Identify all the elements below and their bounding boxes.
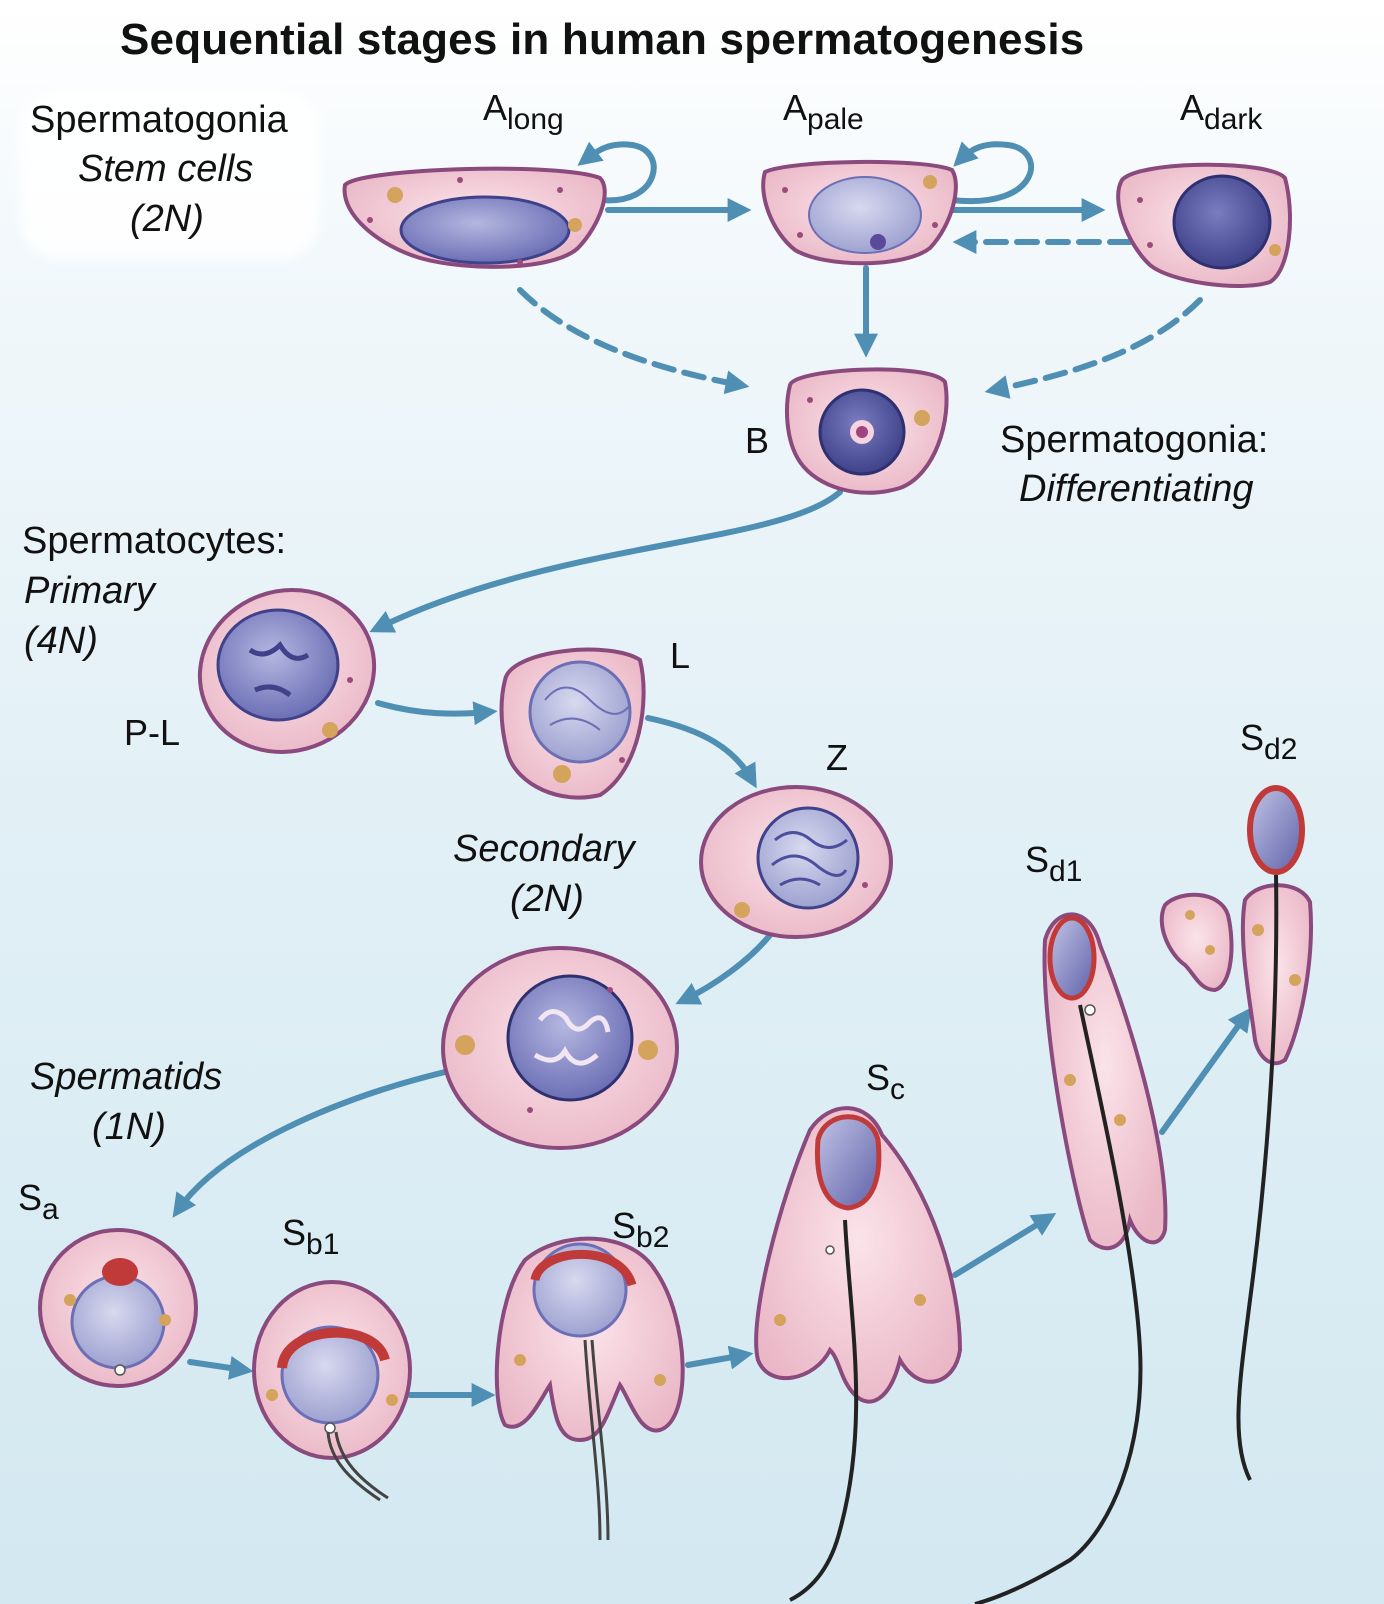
cell-a-dark — [1116, 162, 1292, 288]
cell-secondary-spermatocyte — [441, 946, 679, 1150]
arrow-z-to-secondary — [675, 932, 773, 1005]
arrow-along-self-renewal — [577, 141, 657, 204]
cell-spermatid-sd2 — [1236, 785, 1313, 1481]
stage-label-a-pale: Apale — [783, 87, 864, 136]
arrow-sb2-to-sc — [685, 1345, 754, 1370]
label-spermatogonia-diff: Spermatogonia: — [1000, 419, 1269, 461]
cell-b — [785, 367, 949, 495]
arrow-apale-self-renewal — [949, 141, 1035, 205]
label-spermatids: Spermatids — [30, 1056, 223, 1098]
label-secondary-ploidy: (2N) — [510, 878, 584, 920]
label-primary-ploidy: (4N) — [24, 620, 98, 662]
arrow-l-to-z — [645, 715, 757, 789]
arrow-sc-to-sd1 — [952, 1212, 1057, 1278]
stage-label-sb1: Sb1 — [282, 1212, 340, 1261]
label-spermatogonia: Spermatogonia — [30, 99, 288, 141]
cell-spermatid-sd1 — [974, 912, 1168, 1604]
stage-label-sd2: Sd2 — [1240, 717, 1298, 766]
stage-label-l: L — [670, 635, 691, 676]
label-stem-ploidy: (2N) — [130, 198, 204, 240]
stage-label-sa: Sa — [18, 1177, 59, 1226]
arrow-sd1-to-sd2 — [1159, 1007, 1252, 1135]
stage-label-sc: Sc — [866, 1057, 906, 1106]
label-stem-cells: Stem cells — [78, 148, 254, 190]
label-spermatocytes: Spermatocytes: — [22, 520, 286, 562]
label-spermatids-ploidy: (1N) — [92, 1106, 166, 1148]
stage-label-sd1: Sd1 — [1025, 839, 1083, 888]
label-secondary: Secondary — [453, 828, 635, 870]
cell-leptotene — [499, 647, 646, 800]
label-primary: Primary — [24, 570, 155, 612]
stage-label-a-long: Along — [483, 87, 564, 136]
arrow-along-to-b — [517, 287, 750, 395]
stage-label-pl: P-L — [124, 712, 181, 753]
cell-spermatid-sa — [38, 1228, 198, 1388]
cell-spermatid-sb2 — [494, 1236, 685, 1541]
cell-spermatid-sc — [754, 1106, 963, 1602]
arrow-sa-to-sb1 — [187, 1356, 254, 1380]
cell-zygotene — [699, 785, 893, 939]
stage-label-sb2: Sb2 — [612, 1205, 670, 1254]
arrow-b-to-pl — [369, 489, 843, 633]
cell-a-long — [342, 166, 607, 269]
page-title: Sequential stages in human spermatogenes… — [120, 15, 1085, 64]
residual-body — [1159, 892, 1234, 993]
stage-label-b: B — [745, 420, 770, 461]
arrow-pl-to-l — [375, 700, 498, 726]
cell-spermatid-sb1 — [252, 1280, 412, 1502]
arrow-adark-to-b — [984, 297, 1203, 399]
cell-a-pale — [761, 159, 958, 266]
stage-label-a-dark: Adark — [1180, 87, 1263, 136]
arrow-secondary-to-sa — [172, 1069, 448, 1218]
cell-preleptotene — [197, 588, 377, 754]
label-differentiating: Differentiating — [1019, 468, 1254, 510]
stage-label-z: Z — [826, 737, 848, 778]
label-backdrop — [20, 90, 320, 260]
